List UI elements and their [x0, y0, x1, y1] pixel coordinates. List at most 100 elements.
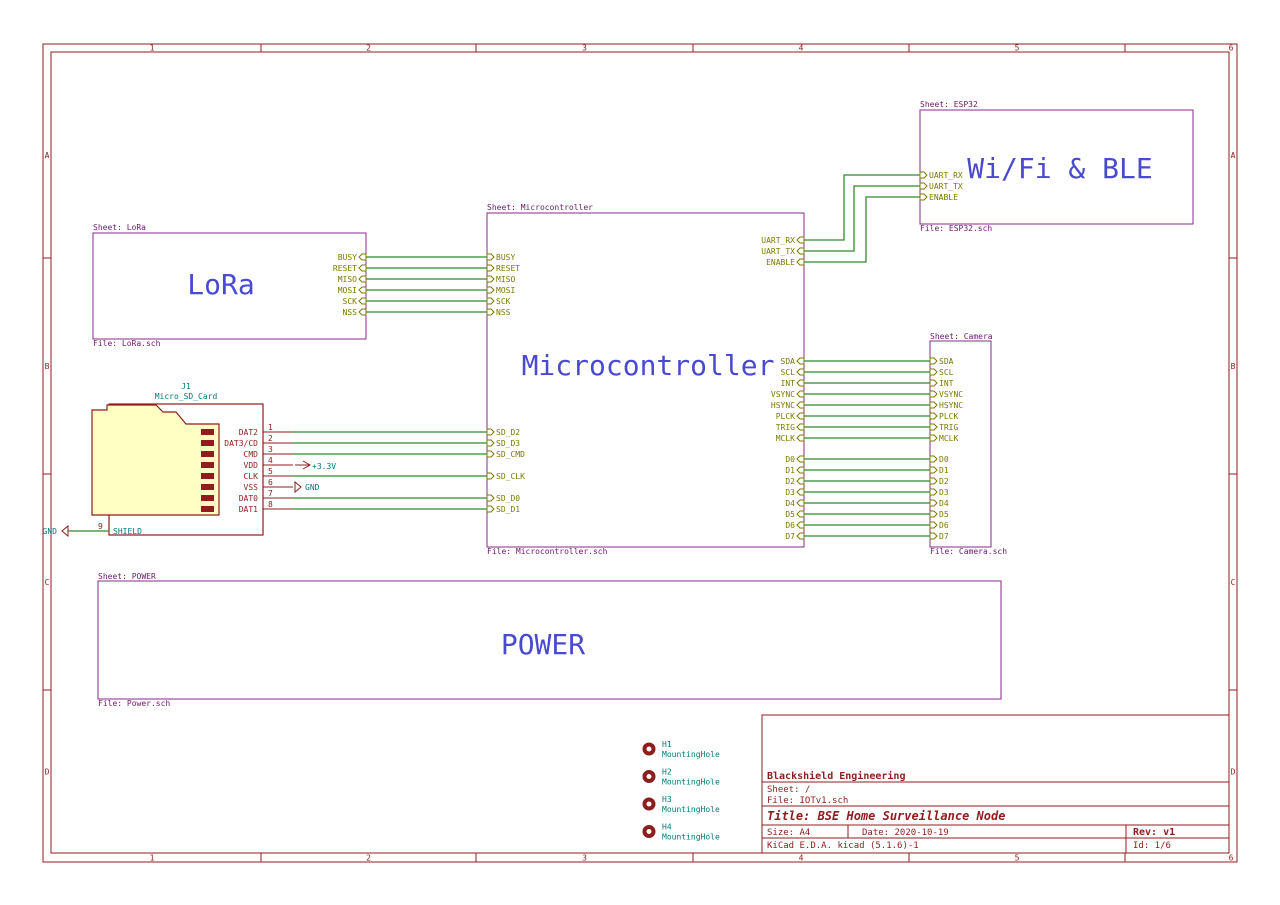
- lora-sck-label: SCK: [343, 297, 358, 306]
- col-label-bottom: 4: [799, 854, 804, 863]
- title-block-box: [761, 714, 1230, 854]
- frame-ticks: [43, 44, 1237, 862]
- micro-d3-label: D3: [785, 488, 795, 497]
- camera-plck-label: PLCK: [939, 412, 958, 421]
- vss-net-label: GND: [305, 483, 320, 492]
- lora-mosi-pin-icon: [358, 286, 367, 294]
- micro-d5-pin-icon: [796, 510, 805, 518]
- sdcard-contact-pad: [201, 495, 214, 501]
- esp32-enable-label: ENABLE: [929, 193, 958, 202]
- sdcard-pin-name: DAT2: [239, 428, 258, 437]
- sheet-micro-header: Sheet: Microcontroller: [487, 203, 593, 212]
- esp32-uart_tx-label: UART_TX: [929, 182, 963, 191]
- row-label-left: D: [45, 768, 50, 777]
- col-label-bottom: 5: [1015, 854, 1020, 863]
- mounting-holes: H1MountingHoleH2MountingHoleH3MountingHo…: [642, 740, 720, 842]
- mounting-hole-center-icon: [646, 746, 652, 752]
- micro-miso-pin-icon: [486, 275, 495, 283]
- micro-sck-label: SCK: [496, 297, 511, 306]
- micro-reset-label: RESET: [496, 264, 520, 273]
- micro-plck-pin-icon: [796, 412, 805, 420]
- camera-d0-pin-icon: [929, 455, 938, 463]
- camera-d3-pin-icon: [929, 488, 938, 496]
- col-label-top: 2: [366, 44, 371, 53]
- sdcard-pins: DAT21DAT3/CD2CMD3VDD4CLK5VSS6DAT07DAT18S…: [68, 423, 293, 536]
- micro-sd_cmd-label: SD_CMD: [496, 450, 525, 459]
- sheet-micro-title: Microcontroller: [522, 349, 775, 382]
- tb-company: Blackshield Engineering: [767, 770, 905, 782]
- micro-int-pin-icon: [796, 379, 805, 387]
- micro-sd_d0-label: SD_D0: [496, 494, 520, 503]
- sdcard-component[interactable]: J1 Micro_SD_Card DAT21DAT3/CD2CMD3VDD4CL…: [68, 382, 293, 536]
- micro-d6-label: D6: [785, 521, 795, 530]
- micro-nss-pin-icon: [486, 308, 495, 316]
- row-label-left: B: [45, 362, 50, 371]
- sheet-camera-box[interactable]: [929, 340, 992, 548]
- camera-d2-pin-icon: [929, 477, 938, 485]
- camera-d6-pin-icon: [929, 521, 938, 529]
- sheet-esp32-title: Wi/Fi & BLE: [967, 152, 1152, 185]
- micro-sd_clk-pin-icon: [486, 472, 495, 480]
- col-label-bottom: 3: [582, 854, 587, 863]
- micro-d0-pin-icon: [796, 455, 805, 463]
- micro-d0-label: D0: [785, 455, 795, 464]
- sheet-lora[interactable]: Sheet: LoRa LoRa File: LoRa.sch BUSYRESE…: [92, 223, 367, 348]
- sheet-microcontroller[interactable]: Sheet: Microcontroller Microcontroller F…: [486, 203, 805, 556]
- lora-nss-label: NSS: [343, 308, 358, 317]
- micro-uart_tx-pin-icon: [796, 247, 805, 255]
- sheet-esp32-box[interactable]: [919, 109, 1194, 225]
- camera-d2-label: D2: [939, 477, 949, 486]
- sdcard-pin-number: 7: [268, 489, 273, 498]
- micro-d1-label: D1: [785, 466, 795, 475]
- row-label-right: D: [1231, 768, 1236, 777]
- micro-sd_d2-pin-icon: [486, 428, 495, 436]
- sheet-camera[interactable]: Sheet: Camera File: Camera.sch SDASCLINT…: [929, 332, 1007, 556]
- sdcard-contact-pad: [201, 440, 214, 446]
- tb-sheet: Sheet: /: [767, 785, 810, 795]
- esp32-uart_tx-pin-icon: [919, 182, 928, 190]
- sheet-esp32[interactable]: Sheet: ESP32 Wi/Fi & BLE File: ESP32.sch…: [919, 100, 1194, 233]
- lora-reset-pin-icon: [358, 264, 367, 272]
- camera-d5-label: D5: [939, 510, 949, 519]
- tb-title: Title: BSE Home Surveillance Node: [767, 809, 1005, 823]
- mounting-hole-ref: H3: [662, 795, 672, 804]
- micro-vsync-pin-icon: [796, 390, 805, 398]
- micro-d4-label: D4: [785, 499, 795, 508]
- lora-nss-pin-icon: [358, 308, 367, 316]
- sheet-power-box[interactable]: [97, 580, 1002, 700]
- camera-vsync-label: VSYNC: [939, 390, 963, 399]
- lora-sck-pin-icon: [358, 297, 367, 305]
- tb-id: Id: 1/6: [1133, 841, 1171, 851]
- esp32-uart_rx-label: UART_RX: [929, 171, 963, 180]
- sheet-power-header: Sheet: POWER: [98, 572, 156, 581]
- row-label-left: A: [45, 151, 50, 160]
- micro-reset-pin-icon: [486, 264, 495, 272]
- camera-mclk-pin-icon: [929, 434, 938, 442]
- micro-uart_rx-pin-icon: [796, 236, 805, 244]
- sdcard-outline-icon: [91, 404, 220, 516]
- micro-mclk-pin-icon: [796, 434, 805, 442]
- lora-miso-pin-icon: [358, 275, 367, 283]
- micro-trig-label: TRIG: [776, 423, 795, 432]
- sdcard-pin-name: VDD: [244, 461, 259, 470]
- tb-rev: Rev: v1: [1133, 827, 1175, 838]
- micro-busy-pin-icon: [486, 253, 495, 261]
- micro-d6-pin-icon: [796, 521, 805, 529]
- micro-mosi-pin-icon: [486, 286, 495, 294]
- mounting-hole-value: MountingHole: [662, 805, 720, 814]
- mounting-hole-center-icon: [646, 801, 652, 807]
- mounting-hole-center-icon: [646, 829, 652, 834]
- sheet-micro-file: File: Microcontroller.sch: [487, 547, 608, 556]
- sheet-power[interactable]: Sheet: POWER POWER File: Power.sch: [97, 572, 1002, 708]
- sheet-lora-box[interactable]: [92, 232, 367, 340]
- micro-d3-pin-icon: [796, 488, 805, 496]
- micro-sd_d1-label: SD_D1: [496, 505, 520, 514]
- micro-trig-pin-icon: [796, 423, 805, 431]
